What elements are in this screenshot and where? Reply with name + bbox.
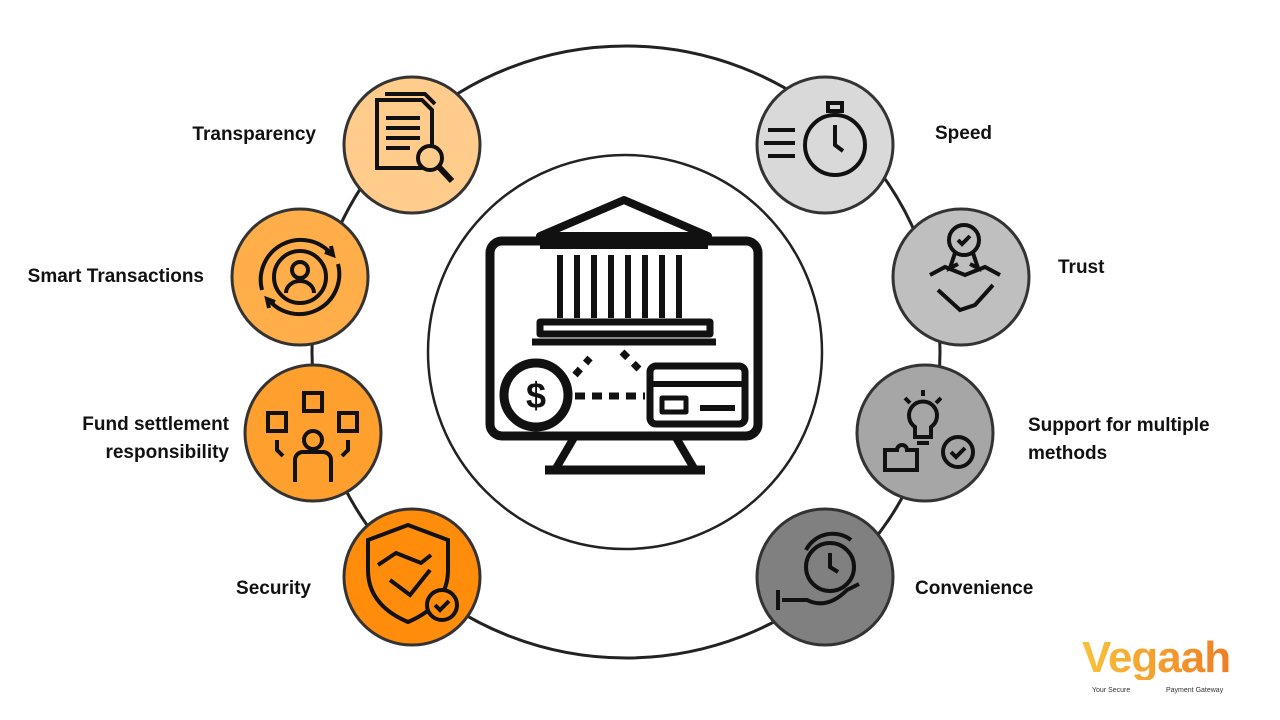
speed-node [755, 75, 895, 215]
security-node [342, 507, 482, 647]
trust-node [891, 207, 1031, 347]
person-boxes-icon [266, 391, 359, 482]
label-speed: Speed [935, 123, 993, 144]
hand-clock-icon [776, 531, 860, 610]
shield-handshake-icon [366, 522, 459, 625]
smart-transactions-node [230, 207, 370, 347]
label-line: Support for multiple [1028, 415, 1210, 436]
label-security: Security [236, 578, 311, 599]
handshake-badge-icon [929, 223, 1001, 313]
label-support-multiple-methods: Support for multiple methods [1028, 412, 1210, 468]
logo-tagline-right: Payment Gateway [1166, 687, 1224, 694]
outer-ring [310, 44, 942, 660]
label-smart-transactions: Smart Transactions [27, 266, 204, 287]
logo-tagline-left: Your Secure [1092, 687, 1131, 694]
label-line: methods [1028, 443, 1108, 464]
label-line: Fund settlement [82, 414, 229, 435]
label-transparency: Transparency [192, 124, 316, 145]
fund-settlement-node [243, 363, 383, 503]
dollar-sign: $ [526, 375, 546, 416]
vegaah-logo: Vegaah Your Secure Payment Gateway [1082, 636, 1252, 700]
label-line: responsibility [105, 442, 229, 463]
convenience-node [755, 507, 895, 647]
label-trust: Trust [1058, 257, 1105, 278]
user-cycle-icon [258, 237, 342, 317]
support-multiple-methods-node [855, 363, 995, 503]
stopwatch-icon [764, 101, 867, 177]
transparency-node [342, 75, 482, 215]
document-search-icon [375, 92, 455, 184]
bulb-puzzle-icon [883, 390, 975, 472]
bank-monitor-payment-icon [485, 196, 763, 475]
label-convenience: Convenience [915, 578, 1034, 599]
logo-wordmark: Vegaah [1082, 633, 1231, 682]
label-fund-settlement: Fund settlement responsibility [82, 411, 229, 467]
